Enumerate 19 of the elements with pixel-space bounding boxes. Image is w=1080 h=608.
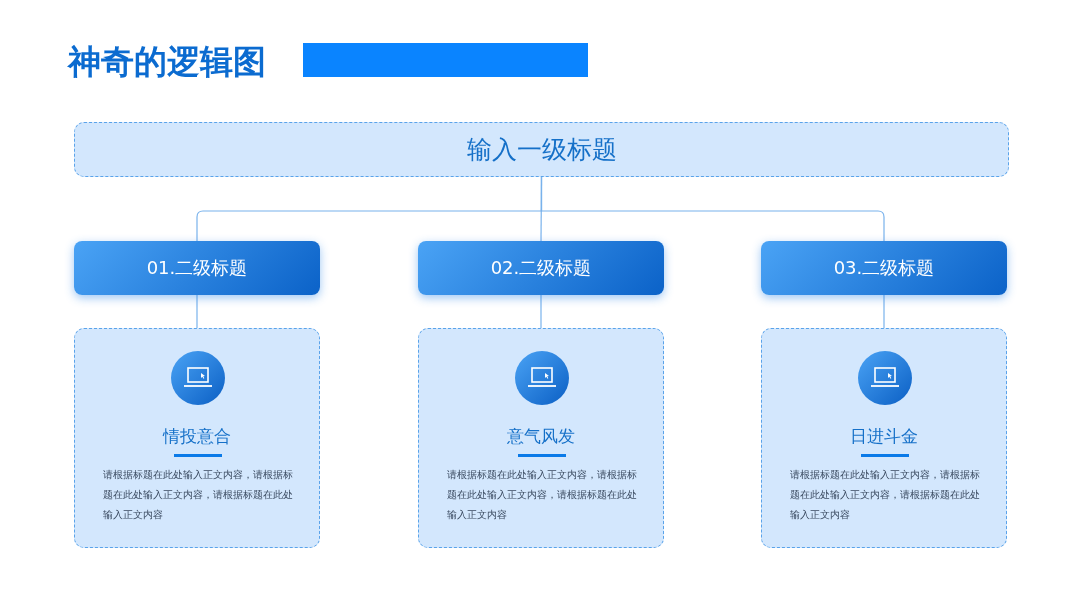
card-heading: 情投意合 (161, 425, 232, 448)
subheading-box: 02.二级标题 (418, 241, 664, 295)
body-text: 请根据标题在此处输入正文内容，请根据标题在此处输入正文内容，请根据标题在此处输入正文内容 (790, 468, 981, 522)
title-bar (303, 43, 588, 77)
body-text: 请根据标题在此处输入正文内容，请根据标题在此处输入正文内容，请根据标题在此处输入正文内容 (447, 468, 638, 522)
connector-line (540, 176, 885, 242)
connector-line (540, 294, 542, 329)
subheading-box: 03.二级标题 (761, 241, 1007, 295)
page-title: 神奇的逻辑图 (68, 41, 266, 83)
connector-line (883, 294, 885, 329)
card-box (74, 328, 320, 548)
heading-box: 输入一级标题 (74, 122, 1009, 177)
card-box (418, 328, 664, 548)
card-heading: 日进斗金 (849, 425, 919, 448)
connector-line (196, 294, 198, 329)
card-box (761, 328, 1007, 548)
subheading-box: 01.二级标题 (74, 241, 320, 295)
card-heading: 意气风发 (506, 425, 576, 448)
body-text: 请根据标题在此处输入正文内容，请根据标题在此处输入正文内容，请根据标题在此处输入正文内容 (103, 468, 294, 522)
